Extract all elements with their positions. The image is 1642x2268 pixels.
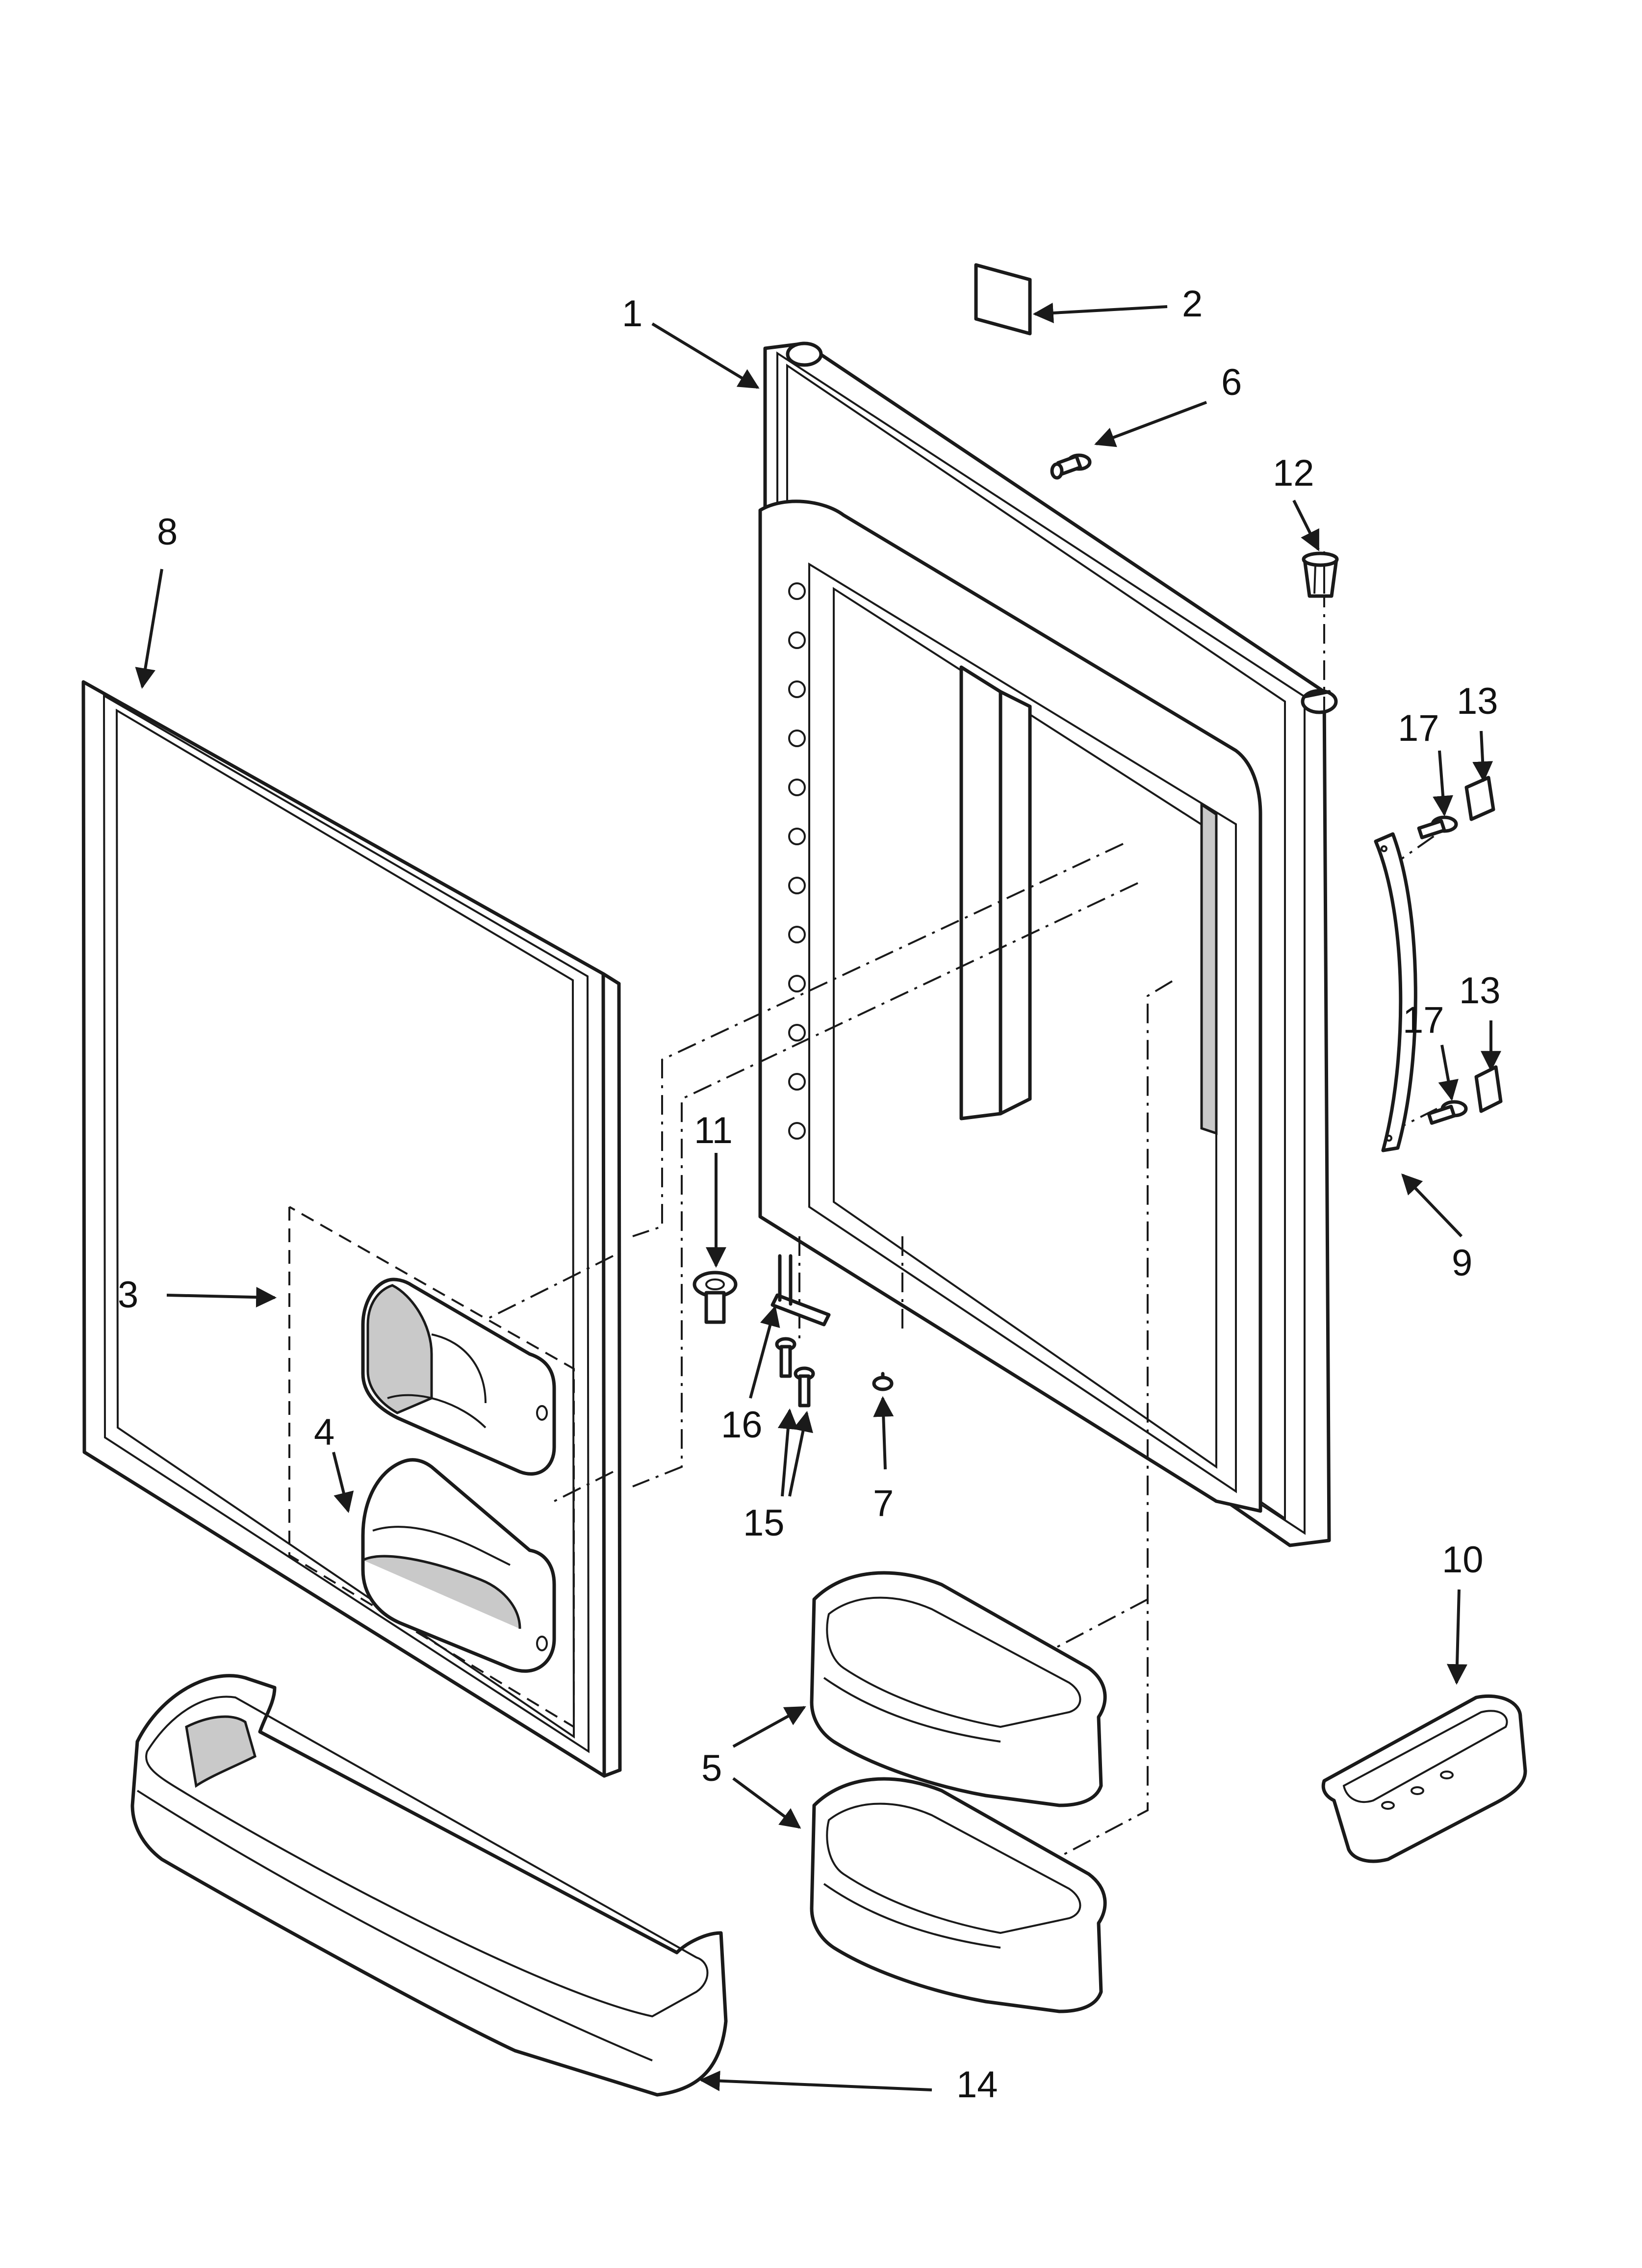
callout-17-upper: 17 bbox=[1398, 707, 1439, 749]
rating-label bbox=[974, 263, 1032, 336]
callout-17-lower: 17 bbox=[1403, 999, 1444, 1041]
door-cam bbox=[693, 1271, 738, 1324]
callout-16: 16 bbox=[721, 1404, 763, 1446]
callout-labels: 1 2 3 4 5 6 7 8 9 10 11 12 13 13 14 15 1… bbox=[118, 283, 1501, 2106]
handle-screw-lower bbox=[1427, 1100, 1468, 1125]
callout-leaders bbox=[135, 302, 1501, 2091]
callout-3: 3 bbox=[118, 1274, 138, 1316]
callout-11: 11 bbox=[694, 1110, 733, 1151]
callout-7: 7 bbox=[873, 1483, 894, 1524]
handle-end-cap-upper bbox=[1464, 776, 1495, 821]
door-plug bbox=[872, 1372, 894, 1391]
callout-6: 6 bbox=[1221, 362, 1242, 403]
door-bin-small bbox=[361, 1458, 556, 1673]
door-bin-upper bbox=[810, 1571, 1107, 1807]
callout-8: 8 bbox=[157, 511, 178, 553]
callout-12: 12 bbox=[1273, 452, 1314, 494]
door-liner bbox=[758, 499, 1262, 1513]
door-hinge-bracket bbox=[770, 1254, 831, 1327]
callout-9: 9 bbox=[1452, 1242, 1472, 1284]
callout-1: 1 bbox=[622, 293, 642, 335]
hinge-screws bbox=[775, 1337, 815, 1408]
callout-5: 5 bbox=[701, 1747, 722, 1789]
callout-13-lower: 13 bbox=[1459, 970, 1501, 1012]
callout-4: 4 bbox=[314, 1411, 334, 1453]
liner-bin-rails bbox=[788, 582, 806, 1140]
callout-14: 14 bbox=[956, 2064, 998, 2106]
handle-screw-upper bbox=[1417, 815, 1458, 839]
door-handle bbox=[1374, 832, 1417, 1152]
callout-2: 2 bbox=[1182, 283, 1203, 325]
door-bin-lower bbox=[810, 1777, 1107, 2013]
door-bin-right bbox=[1321, 1694, 1527, 1863]
hinge-bushing bbox=[1302, 551, 1339, 598]
hinge-pin bbox=[1050, 453, 1092, 480]
callout-13-upper: 13 bbox=[1457, 680, 1498, 722]
handle-end-cap-lower bbox=[1474, 1065, 1503, 1113]
callout-10: 10 bbox=[1442, 1539, 1484, 1581]
dispenser-cover bbox=[361, 1277, 556, 1476]
door-shelf-long bbox=[130, 1674, 728, 2097]
shelf-assembly-outline bbox=[288, 1206, 575, 1729]
callout-15: 15 bbox=[743, 1502, 785, 1544]
